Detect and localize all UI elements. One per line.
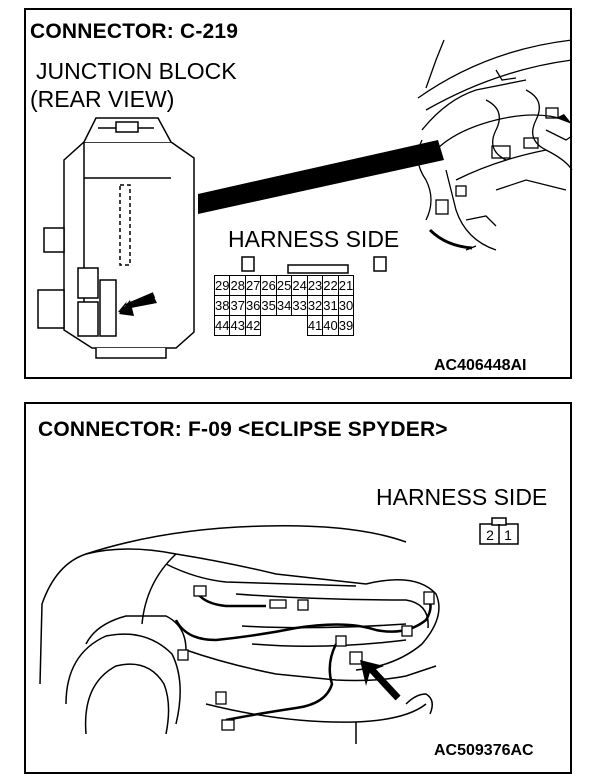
pin-row-2: 38 37 36 35 34 33 32 31 30 <box>213 295 355 316</box>
connector-f09-title: CONNECTOR: F-09 <ECLIPSE SPYDER> <box>38 418 448 441</box>
car-rear-drawing <box>39 525 440 744</box>
pin-22: 22 <box>322 275 339 296</box>
pin-41: 41 <box>306 315 324 336</box>
pin-row-3: 44 43 42 41 40 39 <box>213 315 355 336</box>
connector-f09-panel: CONNECTOR: F-09 <ECLIPSE SPYDER> HARNESS… <box>24 402 572 774</box>
junction-block-label: JUNCTION BLOCK <box>36 58 237 84</box>
connector-c219-title: CONNECTOR: C-219 <box>30 20 239 43</box>
pin-40: 40 <box>322 315 339 336</box>
pin-43: 43 <box>229 315 246 336</box>
figure-code-f09: AC509376AC <box>434 742 534 759</box>
pin-39: 39 <box>337 315 355 336</box>
pin-gap <box>292 316 307 336</box>
pin-42: 42 <box>244 315 262 336</box>
f09-pin-2: 2 <box>486 527 494 543</box>
connector-f09-outline <box>479 517 519 545</box>
pin-30: 30 <box>337 295 355 316</box>
connector-c219-locks <box>241 256 387 274</box>
harness-side-label-f09: HARNESS SIDE <box>376 484 548 510</box>
pin-25: 25 <box>275 275 293 296</box>
pin-21: 21 <box>337 275 355 296</box>
pin-row-1: 29 28 27 26 25 24 23 22 21 <box>213 275 355 296</box>
pin-gap <box>276 316 291 336</box>
junction-block-drawing <box>37 39 573 359</box>
f09-pin-1: 1 <box>504 527 512 543</box>
connector-c219-panel: CONNECTOR: C-219 JUNCTION BLOCK (REAR VI… <box>24 8 573 379</box>
pin-28: 28 <box>229 275 246 296</box>
pin-44: 44 <box>213 315 231 336</box>
pin-33: 33 <box>291 295 308 316</box>
rear-view-label: (REAR VIEW) <box>30 86 175 112</box>
pin-32: 32 <box>306 295 324 316</box>
pin-34: 34 <box>275 295 293 316</box>
harness-side-label-c219: HARNESS SIDE <box>228 226 400 252</box>
pin-37: 37 <box>229 295 246 316</box>
pin-26: 26 <box>260 275 277 296</box>
pin-38: 38 <box>213 295 231 316</box>
pin-35: 35 <box>260 295 277 316</box>
pin-29: 29 <box>213 275 231 296</box>
pin-27: 27 <box>244 275 262 296</box>
pin-36: 36 <box>244 295 262 316</box>
pin-gap <box>261 316 276 336</box>
pin-24: 24 <box>291 275 308 296</box>
pin-31: 31 <box>322 295 339 316</box>
pin-23: 23 <box>306 275 324 296</box>
connector-c219-pin-table: 29 28 27 26 25 24 23 22 21 38 37 36 35 3… <box>213 275 355 336</box>
figure-code-c219: AC406448AI <box>434 357 527 374</box>
